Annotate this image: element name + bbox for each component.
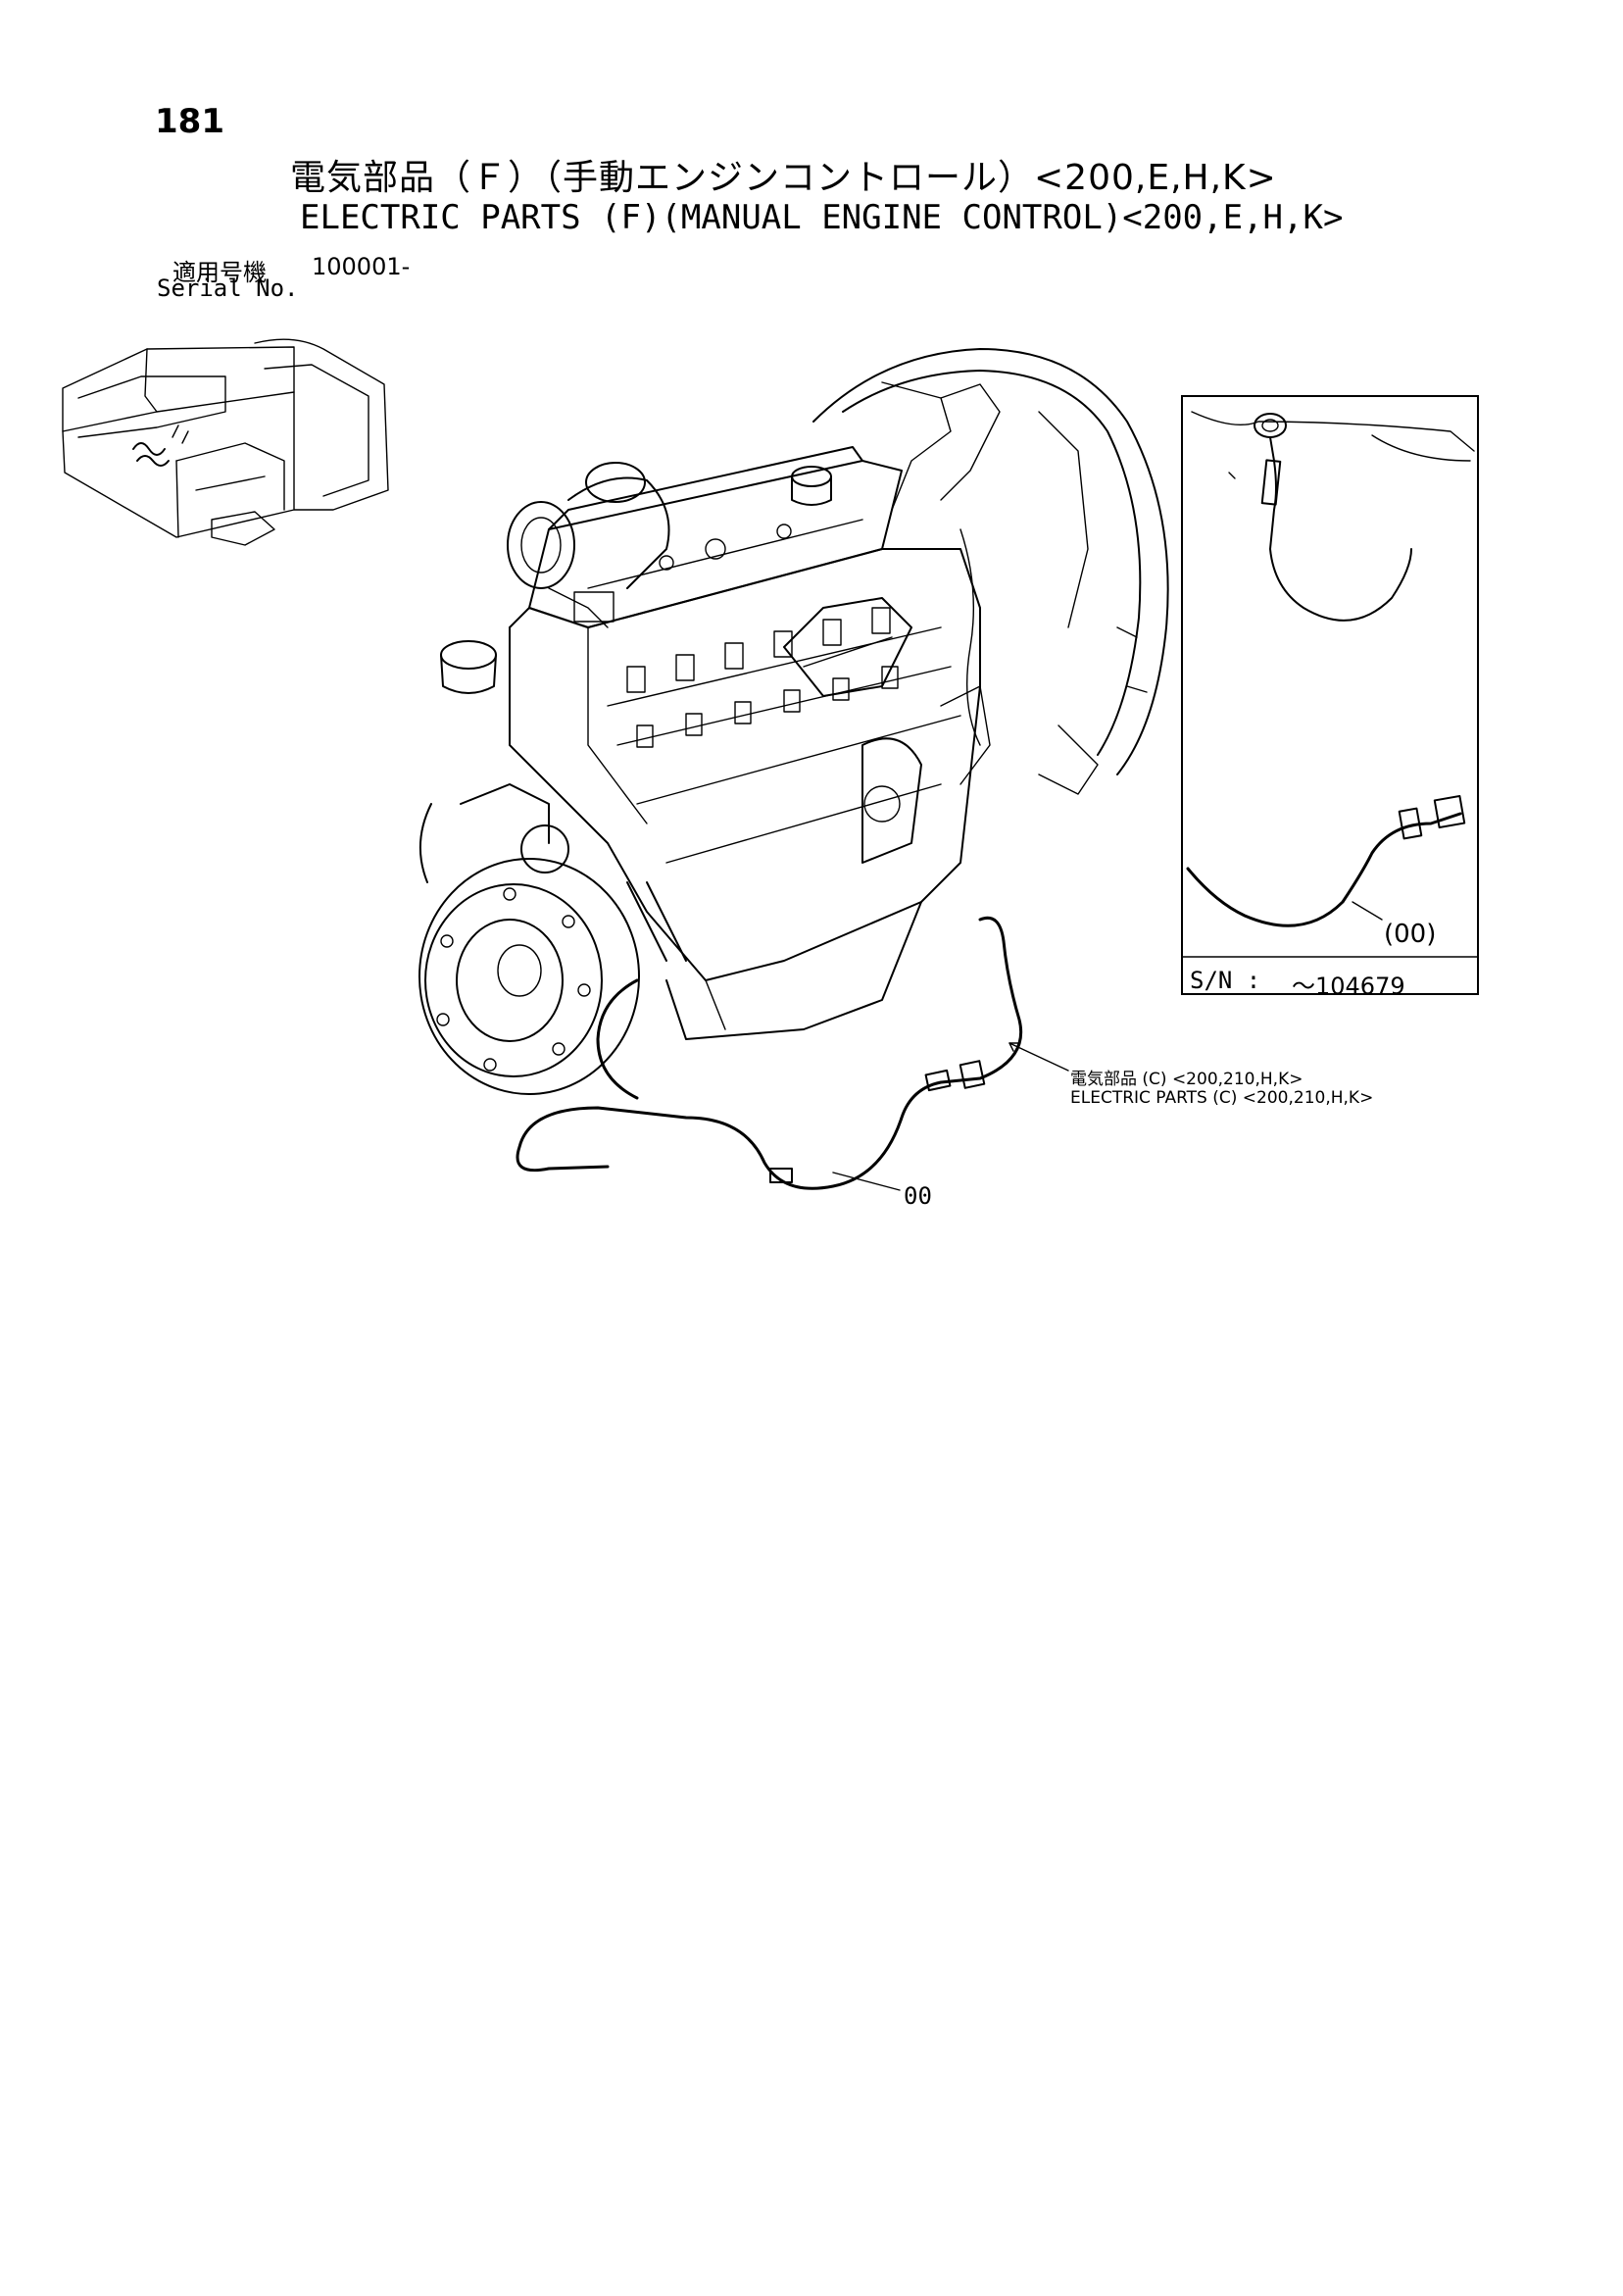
flywheel-housing xyxy=(812,348,1169,795)
inset-detail-box xyxy=(1181,395,1479,995)
serial-label-en: Serial No. xyxy=(157,275,299,302)
serial-label-jp: 適用号機 xyxy=(172,259,267,286)
page-title-en: ELECTRIC PARTS (F)(MANUAL ENGINE CONTROL… xyxy=(300,198,1344,237)
callout-label-jp: 電気部品 (C) <200,210,H,K> xyxy=(1070,1070,1303,1089)
inset-serial-label: S/N : xyxy=(1190,967,1261,994)
serial-number: 100001- xyxy=(312,253,411,280)
excavator-locator-icon xyxy=(62,338,389,546)
engine-block xyxy=(418,446,991,1095)
inset-part-label: (00) xyxy=(1384,920,1437,949)
part-label: 00 xyxy=(904,1182,932,1210)
page-number: 181 xyxy=(155,102,224,141)
inset-serial-range: ～104679 xyxy=(1292,973,1405,1000)
wiring-harness xyxy=(516,916,1069,1191)
callout-label-en: ELECTRIC PARTS (C) <200,210,H,K> xyxy=(1070,1088,1374,1108)
page-title-jp: 電気部品（Ｆ）（手動エンジンコントロール）<200,E,H,K> xyxy=(290,158,1277,198)
